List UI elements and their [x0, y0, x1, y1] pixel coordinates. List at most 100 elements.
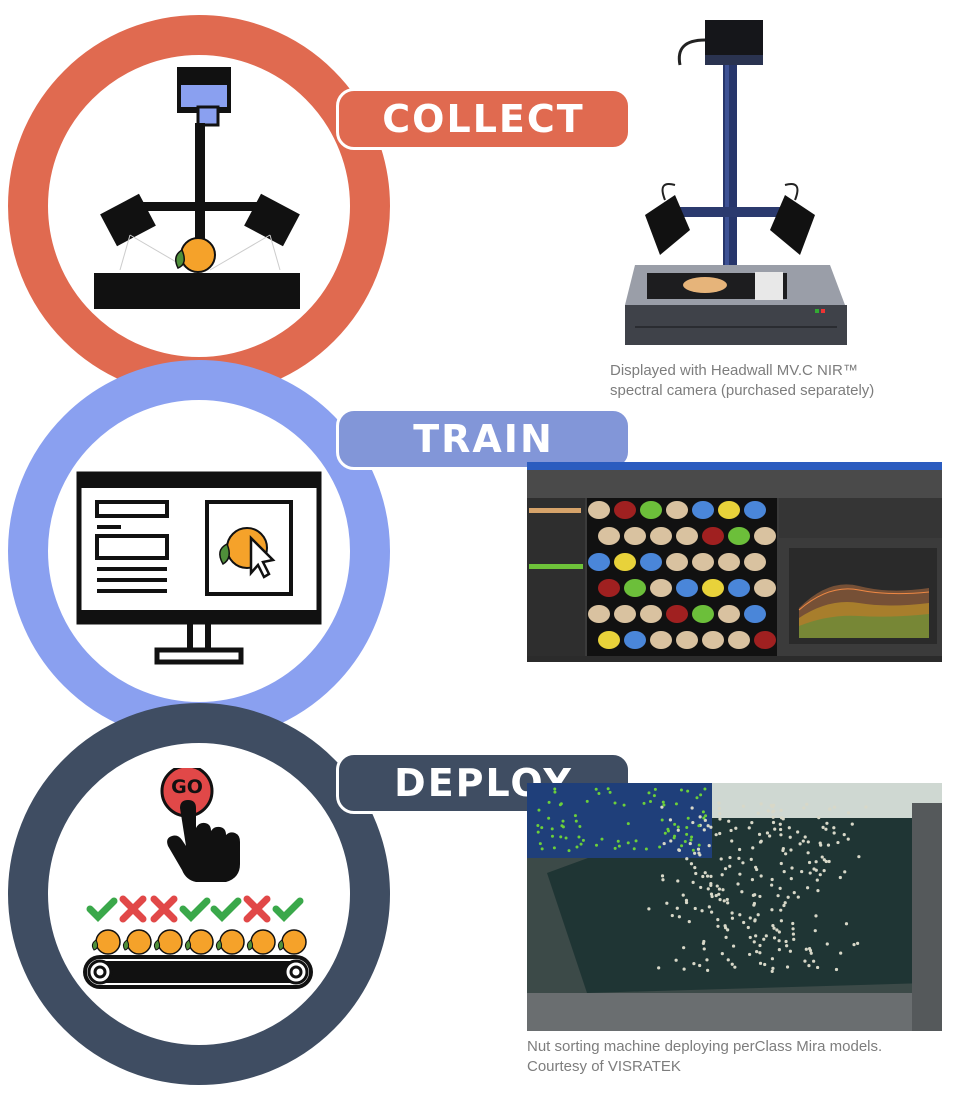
nut — [771, 815, 775, 819]
detected-nut — [691, 848, 695, 852]
detected-nut — [585, 799, 589, 803]
detected-nut — [685, 825, 689, 829]
orange-icon — [153, 929, 183, 955]
nut — [718, 898, 722, 902]
detected-nut — [537, 808, 541, 812]
nut — [807, 860, 812, 865]
nut — [779, 861, 783, 866]
detected-nut — [547, 800, 551, 804]
file-list-highlight — [529, 564, 583, 569]
class-list-highlight — [529, 508, 581, 513]
detected-nut — [595, 843, 599, 847]
detected-nut — [559, 835, 563, 839]
nut — [846, 811, 851, 815]
conveyor-belt-icon — [83, 929, 313, 989]
segmented-object — [650, 527, 672, 545]
nut — [816, 965, 820, 970]
nut — [692, 962, 696, 966]
nut — [805, 802, 809, 806]
nut — [828, 807, 832, 811]
nut — [697, 851, 701, 855]
detected-nut — [686, 816, 690, 820]
nut — [720, 873, 724, 877]
nut — [665, 901, 669, 905]
detected-nut — [617, 844, 621, 848]
orange-icon — [246, 929, 276, 955]
segmented-object — [640, 605, 662, 623]
segmented-object — [666, 553, 688, 571]
nut — [771, 810, 775, 814]
segmented-object — [676, 631, 698, 649]
nut — [725, 897, 729, 902]
nut — [716, 924, 720, 928]
segmented-object — [614, 553, 636, 571]
nut — [792, 937, 796, 941]
sorter-caption-line1: Nut sorting machine deploying perClass M… — [527, 1038, 883, 1055]
detected-nut — [597, 791, 601, 795]
nut — [758, 961, 763, 965]
nut — [707, 905, 711, 909]
segmented-object — [744, 553, 766, 571]
check-mark-icon — [86, 897, 118, 922]
nut — [764, 934, 768, 938]
camera-caption-line2: spectral camera (purchased separately) — [610, 382, 875, 399]
nut — [693, 906, 697, 911]
nut — [778, 886, 782, 890]
nut — [662, 841, 666, 846]
detected-nut — [594, 787, 598, 791]
nut — [789, 877, 793, 881]
nut — [812, 959, 816, 963]
nut — [777, 939, 781, 943]
nut — [842, 833, 846, 837]
nut — [690, 806, 694, 810]
nut — [716, 918, 720, 922]
nut — [705, 958, 709, 962]
nut — [681, 893, 685, 897]
nut — [803, 835, 807, 839]
nut — [779, 808, 783, 812]
nut — [709, 874, 713, 878]
nut — [796, 895, 800, 899]
detected-nut — [540, 847, 544, 851]
nut — [758, 951, 762, 955]
nut — [773, 827, 777, 831]
nut — [798, 842, 802, 846]
nut — [816, 889, 820, 893]
nut — [836, 840, 840, 845]
detected-nut — [685, 832, 689, 836]
detected-nut — [697, 843, 701, 847]
detected-nut — [702, 816, 706, 820]
nut — [736, 882, 740, 886]
nut — [718, 831, 722, 836]
nut — [808, 871, 812, 875]
collect-pill: COLLECT — [336, 88, 631, 150]
go-button-hand-icon: GO — [150, 768, 250, 886]
nut — [691, 880, 695, 884]
nut — [698, 815, 702, 819]
nut — [769, 803, 773, 808]
detected-nut — [660, 818, 664, 822]
detected-nut — [613, 801, 617, 805]
segmented-object — [728, 579, 750, 597]
nut — [822, 868, 826, 873]
nut — [714, 893, 718, 898]
detected-nut — [575, 845, 579, 849]
nut — [677, 915, 681, 919]
nut — [776, 894, 780, 898]
nut — [723, 867, 728, 871]
segmented-object — [650, 631, 672, 649]
detected-nut — [581, 838, 585, 842]
nut — [832, 831, 836, 835]
nut — [726, 928, 730, 932]
nut — [779, 827, 783, 832]
nut — [818, 873, 822, 877]
detected-nut — [616, 839, 620, 843]
nut — [710, 894, 714, 899]
nut — [825, 942, 829, 946]
nut — [717, 887, 722, 891]
nut — [779, 908, 783, 912]
nut — [787, 826, 791, 830]
nut — [788, 835, 792, 839]
nut — [827, 859, 831, 864]
nut — [821, 825, 825, 829]
